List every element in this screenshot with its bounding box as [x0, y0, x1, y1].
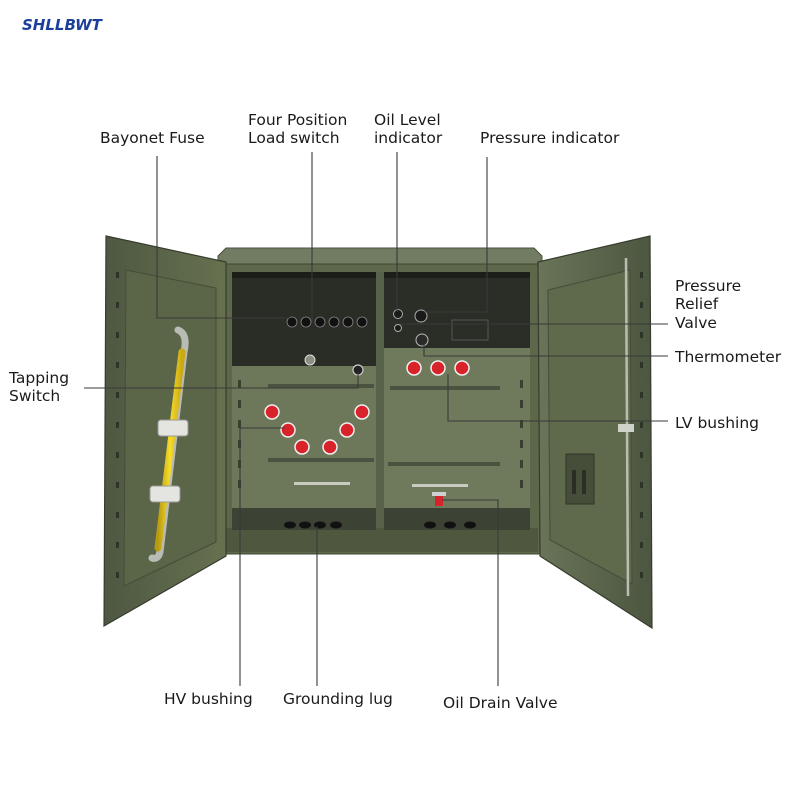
label-bayonet-fuse: Bayonet Fuse: [100, 129, 205, 147]
brand-logo: SHLLBWT: [22, 16, 104, 34]
label-thermometer: Thermometer: [674, 348, 782, 366]
label-hv-bushing: HV bushing: [164, 690, 253, 708]
transformer-enclosure: [217, 247, 543, 555]
label-lv-bushing: LV bushing: [675, 414, 759, 432]
label-oil-level-indicator: Oil Level indicator: [374, 111, 446, 147]
bayonet-fuse-holders: [286, 316, 368, 328]
pressure-relief-valve: [394, 324, 402, 332]
lv-bushings: [406, 360, 470, 376]
label-load-switch: Four Position Load switch: [248, 111, 352, 147]
label-pressure-relief-valve: Pressure Relief Valve: [675, 277, 746, 332]
thermometer-dial: [415, 333, 429, 347]
right-door: [537, 235, 653, 630]
oil-level-gauge: [393, 309, 403, 319]
leader-lines: [84, 152, 668, 686]
oil-drain-valve: [432, 492, 446, 506]
door-handle-recess: [565, 453, 595, 505]
callout-labels: Bayonet Fuse Four Position Load switch O…: [8, 111, 782, 712]
tap-position-dial: [304, 354, 316, 366]
label-grounding-lug: Grounding lug: [283, 690, 393, 708]
label-tapping-switch: Tapping Switch: [8, 369, 74, 405]
hot-stick-tool: [148, 326, 189, 562]
pressure-gauge: [414, 309, 428, 323]
left-door: [103, 235, 227, 628]
hv-compartment: [232, 272, 376, 530]
label-pressure-indicator: Pressure indicator: [480, 129, 620, 147]
label-oil-drain-valve: Oil Drain Valve: [443, 694, 558, 712]
hv-bushings: [264, 404, 370, 455]
grounding-lugs: [284, 521, 476, 529]
lv-compartment: [384, 272, 530, 530]
